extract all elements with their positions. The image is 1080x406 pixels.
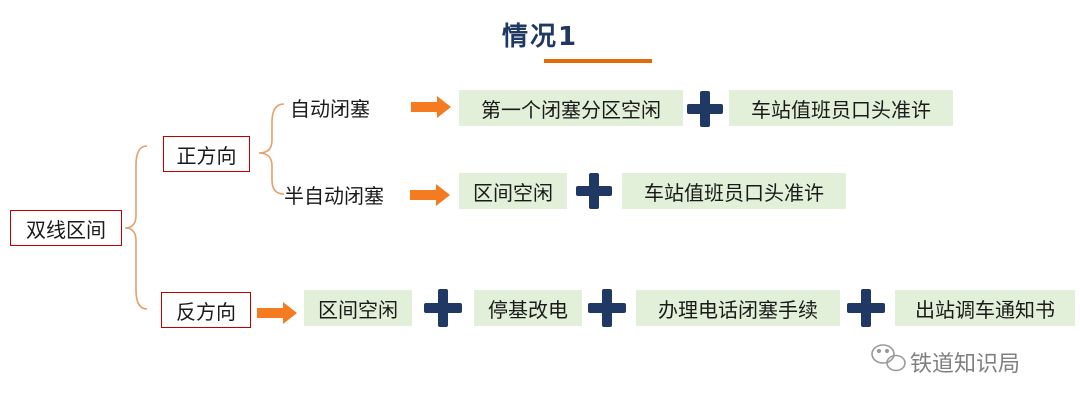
- wechat-icon: [871, 344, 906, 372]
- watermark-text: 铁道知识局: [910, 352, 1021, 377]
- root-node: 双线区间: [10, 210, 122, 246]
- navy-plus-icon: [576, 173, 612, 209]
- page-title: 情况1: [501, 22, 579, 52]
- auto-block-label: 自动闭塞: [290, 97, 370, 121]
- semi-step-1: 区间空闲: [459, 173, 567, 209]
- semi-auto-block-label: 半自动闭塞: [284, 184, 384, 208]
- navy-plus-icon: [588, 289, 626, 327]
- auto-step-2: 车站值班员口头准许: [729, 90, 953, 126]
- forward-node: 正方向: [163, 136, 250, 172]
- reverse-step-4: 出站调车通知书: [895, 290, 1075, 326]
- auto-step-1: 第一个闭塞分区空闲: [459, 90, 683, 126]
- orange-right-arrow-icon: [410, 184, 450, 206]
- reverse-step-2: 停基改电: [474, 290, 582, 326]
- navy-plus-icon: [847, 289, 885, 327]
- forward-bracket: [258, 103, 285, 195]
- reverse-node: 反方向: [161, 292, 251, 328]
- semi-step-2: 车站值班员口头准许: [622, 173, 846, 209]
- navy-plus-icon: [687, 91, 723, 127]
- reverse-step-3: 办理电话闭塞手续: [636, 290, 840, 326]
- orange-right-arrow-icon: [411, 96, 451, 118]
- navy-plus-icon: [424, 289, 462, 327]
- reverse-step-1: 区间空闲: [304, 290, 412, 326]
- title-underline: [544, 59, 652, 63]
- root-bracket: [124, 145, 148, 310]
- orange-right-arrow-icon: [257, 302, 297, 324]
